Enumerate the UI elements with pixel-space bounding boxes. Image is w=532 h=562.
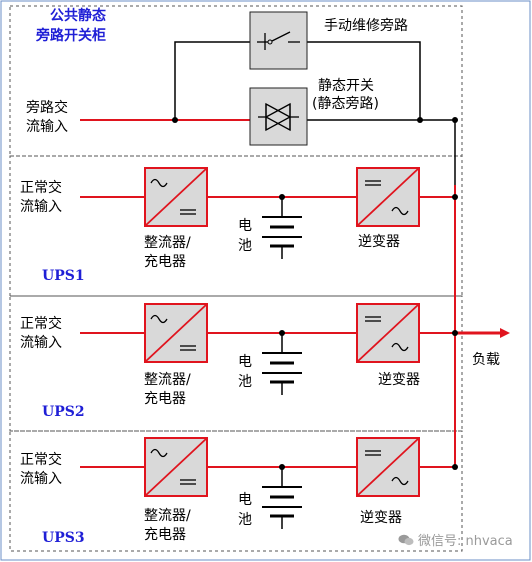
bus-junction-ups1 [452,194,458,200]
bypass-cabinet-frame [9,5,463,157]
ups2-input-label-line1: 正常交 [20,316,62,332]
ups2-input-label-line2: 流输入 [20,335,62,351]
ups2-inverter-box [356,303,420,363]
ups1-inverter-box [356,167,420,227]
ups3-label: UPS3 [42,530,85,546]
ups2-unit [80,303,455,395]
ups3-rectifier-label-line1: 整流器/ [144,508,191,524]
dashed-frames [9,5,463,552]
ups3-battery-label-line2: 池 [238,512,252,528]
ups3-frame [9,430,463,552]
watermark: 微信号: nhvaca [398,530,513,549]
ups1-rectifier-box [144,167,208,227]
ups2-frame [9,295,463,432]
bus-junction-ups2 [452,330,458,336]
ups1-input-label-line2: 流输入 [20,199,62,215]
ups1-rectifier-label-line1: 整流器/ [144,235,191,251]
bus-junction-top [452,117,458,123]
ups1-rectifier-label-line2: 充电器 [144,254,186,270]
bypass-output-junction [417,117,423,123]
manual-bypass-wiring [174,41,421,120]
manual-bypass-label: 手动维修旁路 [324,18,408,34]
bypass-input-label-line1: 旁路交 [26,100,68,116]
bypass-junction [172,117,178,123]
ups3-rectifier-box [144,437,208,497]
bypass-input-label-line2: 流输入 [26,119,68,135]
ups1-inverter-label: 逆变器 [358,234,400,250]
ups1-battery-label-line1: 电 [238,218,252,234]
static-switch-label-line1: 静态开关 [318,78,374,94]
ups3-inverter-box [356,437,420,497]
ups2-label: UPS2 [42,404,85,420]
ups1-battery-label-line2: 池 [238,238,252,254]
ups-units [80,167,455,529]
ups2-battery [262,330,302,395]
ups2-battery-label-line1: 电 [238,354,252,370]
ups3-input-label-line1: 正常交 [20,452,62,468]
ups3-rectifier-label-line2: 充电器 [144,527,186,543]
manual-bypass-switch-box [249,11,308,70]
ups3-inverter-label: 逆变器 [360,510,402,526]
ups1-frame [9,155,463,297]
ups2-battery-label-line2: 池 [238,374,252,390]
ups2-inverter-label: 逆变器 [378,372,420,388]
ups1-input-label-line1: 正常交 [20,180,62,196]
cabinet-title-line2: 旁路开关柜 [36,28,106,44]
static-switch-label-line2: (静态旁路) [312,96,379,112]
ups3-battery [262,464,302,529]
load-label: 负载 [472,352,500,368]
wechat-icon [398,534,414,545]
ups3-battery-label-line1: 电 [238,492,252,508]
bus-junction-ups3 [452,464,458,470]
ups3-input-label-line2: 流输入 [20,471,62,487]
ups1-unit [80,167,455,259]
watermark-text: 微信号: nhvaca [418,534,513,549]
cabinet-title-line1: 公共静态 [50,8,106,24]
ups1-battery [262,194,302,259]
ups3-unit [80,437,455,529]
ups2-rectifier-label-line2: 充电器 [144,391,186,407]
ups2-rectifier-label-line1: 整流器/ [144,372,191,388]
ups1-label: UPS1 [42,268,85,284]
ups2-rectifier-box [144,303,208,363]
static-switch-box [249,87,308,146]
